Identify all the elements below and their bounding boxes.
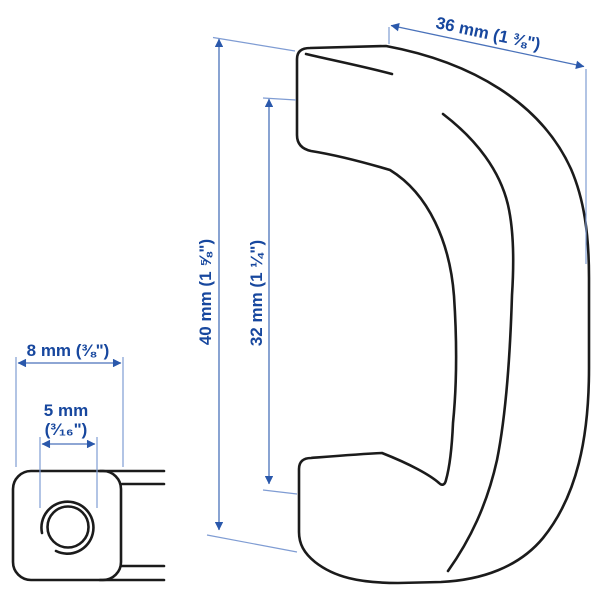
extension-line (212, 36, 296, 52)
screw-hole-inner-circle (46, 505, 90, 549)
dim-hole-diameter-label-line2: (³⁄₁₆") (45, 420, 88, 439)
dimension-hole-diameter: 5 mm (³⁄₁₆") (39, 401, 98, 508)
handle-3d-view (295, 44, 591, 585)
extension-line (262, 97, 297, 101)
dimension-plate-width: 8 mm (⅜") (15, 341, 124, 467)
dim-plate-width-label: 8 mm (⅜") (27, 341, 110, 360)
screw-hole-outer-arc (40, 500, 95, 555)
extension-line (206, 534, 298, 553)
dim-hole-spacing-label: 32 mm (1 ¼") (247, 240, 266, 346)
mounting-plate-end-view (11, 469, 166, 582)
plate-face (11, 469, 123, 582)
dimension-line (390, 23, 585, 69)
dimension-height-outer: 40 mm (1 ⅝") (196, 36, 298, 553)
handle-top-face-edge (304, 52, 394, 76)
handle-front-face-edge (441, 112, 515, 573)
extension-line (262, 489, 298, 495)
dim-width-top-label: 36 mm (1 ⅜") (434, 13, 542, 54)
dim-height-outer-label: 40 mm (1 ⅝") (196, 239, 215, 345)
handle-outline (295, 44, 591, 585)
dimension-hole-spacing: 32 mm (1 ¼") (247, 97, 298, 495)
dim-hole-diameter-label-line1: 5 mm (44, 401, 88, 420)
